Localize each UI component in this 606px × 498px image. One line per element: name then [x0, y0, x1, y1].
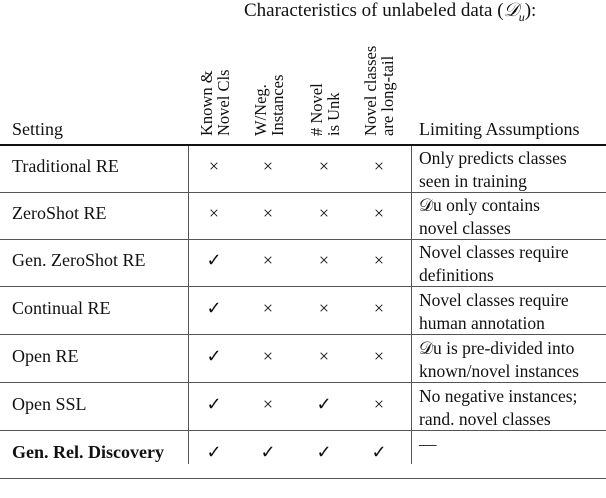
cross-mark: ×: [262, 156, 274, 176]
group-caption-text: Characteristics of unlabeled data (: [244, 0, 504, 21]
row-limiting-assumption: Novel classes require human annotation: [419, 289, 606, 335]
limit-line: known/novel instances: [419, 361, 579, 381]
cross-mark: ×: [318, 156, 330, 176]
cross-mark: ×: [373, 346, 385, 366]
row-setting: Open SSL: [12, 394, 87, 414]
col-header-line: Known &: [197, 70, 216, 136]
row-limiting-assumption: 𝒟u is pre-divided into known/novel instan…: [419, 337, 606, 383]
cross-mark: ×: [373, 298, 385, 318]
table-row: Continual RE ✓ × × × Novel classes require hum…: [0, 288, 606, 335]
limit-line: seen in training: [419, 171, 527, 191]
row-rule: [0, 382, 606, 383]
header-limiting-assumptions: Limiting Assumptions: [419, 119, 580, 139]
check-mark: ✓: [206, 346, 222, 366]
col-header-line: Instances: [268, 74, 287, 136]
row-limiting-assumption: Only predicts classes seen in training: [419, 147, 606, 193]
cross-mark: ×: [373, 156, 385, 176]
cross-mark: ×: [318, 250, 330, 270]
cross-mark: ×: [262, 346, 274, 366]
table-row: Traditional RE × × × × Only predicts classes s…: [0, 146, 606, 193]
col-header-known-novel: Known &Novel Cls: [196, 16, 240, 136]
check-mark: ✓: [316, 394, 332, 414]
cross-mark: ×: [208, 156, 220, 176]
group-caption: Characteristics of unlabeled data (𝒟u):: [244, 0, 536, 25]
cross-mark: ×: [262, 203, 274, 223]
check-mark: ✓: [206, 442, 222, 462]
limit-line: rand. novel classes: [419, 409, 551, 429]
limit-line: No negative instances;: [419, 386, 578, 406]
cross-mark: ×: [318, 298, 330, 318]
row-limiting-assumption: No negative instances; rand. novel classe…: [419, 385, 606, 431]
cross-mark: ×: [318, 346, 330, 366]
row-limiting-assumption: —: [419, 433, 606, 456]
group-caption-end: ):: [524, 0, 537, 21]
row-limiting-assumption: Novel classes require definitions: [419, 241, 606, 287]
row-rule: [0, 239, 606, 240]
group-caption-symbol: 𝒟: [503, 0, 519, 21]
row-rule: [0, 334, 606, 335]
col-header-line: is Unk: [324, 92, 343, 136]
cross-mark: ×: [262, 394, 274, 414]
row-rule: [0, 430, 606, 431]
row-limiting-assumption: 𝒟u only contains novel classes: [419, 194, 606, 240]
col-header-line: W/Neg.: [251, 84, 270, 136]
cross-mark: ×: [373, 394, 385, 414]
check-mark: ✓: [206, 250, 222, 270]
row-setting: Traditional RE: [12, 156, 119, 176]
limit-line: Only predicts classes: [419, 148, 567, 168]
check-mark: ✓: [206, 298, 222, 318]
cross-mark: ×: [373, 203, 385, 223]
col-header-line: Novel Cls: [214, 69, 233, 136]
limit-line: —: [419, 434, 437, 454]
header-setting: Setting: [12, 119, 64, 139]
cross-mark: ×: [262, 250, 274, 270]
group-caption-sub: u: [518, 9, 525, 24]
cross-mark: ×: [318, 203, 330, 223]
col-header-line: Novel classes: [361, 45, 380, 136]
limit-line: definitions: [419, 265, 494, 285]
limit-line: 𝒟u only contains: [419, 195, 540, 215]
row-setting: Gen. ZeroShot RE: [12, 250, 146, 270]
table-row: Open RE ✓ × × × 𝒟u is pre-divided into known/n…: [0, 336, 606, 383]
header-rule: [0, 144, 606, 146]
col-header-line: are long-tail: [378, 55, 397, 136]
cross-mark: ×: [373, 250, 385, 270]
limit-line: 𝒟u is pre-divided into: [419, 338, 575, 358]
row-rule: [0, 192, 606, 193]
column-divider-right: [411, 146, 412, 464]
limit-line: human annotation: [419, 313, 545, 333]
col-header-line: # Novel: [307, 83, 326, 136]
table-row: ZeroShot RE × × × × 𝒟u only contains novel cla…: [0, 193, 606, 240]
row-setting: Continual RE: [12, 298, 111, 318]
row-setting: Gen. Rel. Discovery: [12, 442, 164, 462]
check-mark: ✓: [260, 442, 276, 462]
cross-mark: ×: [262, 298, 274, 318]
check-mark: ✓: [206, 394, 222, 414]
limit-line: Novel classes require: [419, 242, 569, 262]
row-setting: ZeroShot RE: [12, 203, 107, 223]
table-row: Open SSL ✓ × ✓ × No negative instances; rand. …: [0, 384, 606, 431]
limit-line: Novel classes require: [419, 290, 569, 310]
row-rule: [0, 478, 606, 479]
cross-mark: ×: [208, 203, 220, 223]
row-setting: Open RE: [12, 346, 79, 366]
check-mark: ✓: [316, 442, 332, 462]
row-rule: [0, 286, 606, 287]
limit-line: novel classes: [419, 218, 511, 238]
col-header-neg-instances: W/Neg.Instances: [250, 16, 294, 136]
column-divider-left: [188, 146, 189, 464]
check-mark: ✓: [371, 442, 387, 462]
table-row: Gen. ZeroShot RE ✓ × × × Novel classes requir…: [0, 240, 606, 287]
table-row: Gen. Rel. Discovery ✓ ✓ ✓ ✓ —: [0, 432, 606, 479]
